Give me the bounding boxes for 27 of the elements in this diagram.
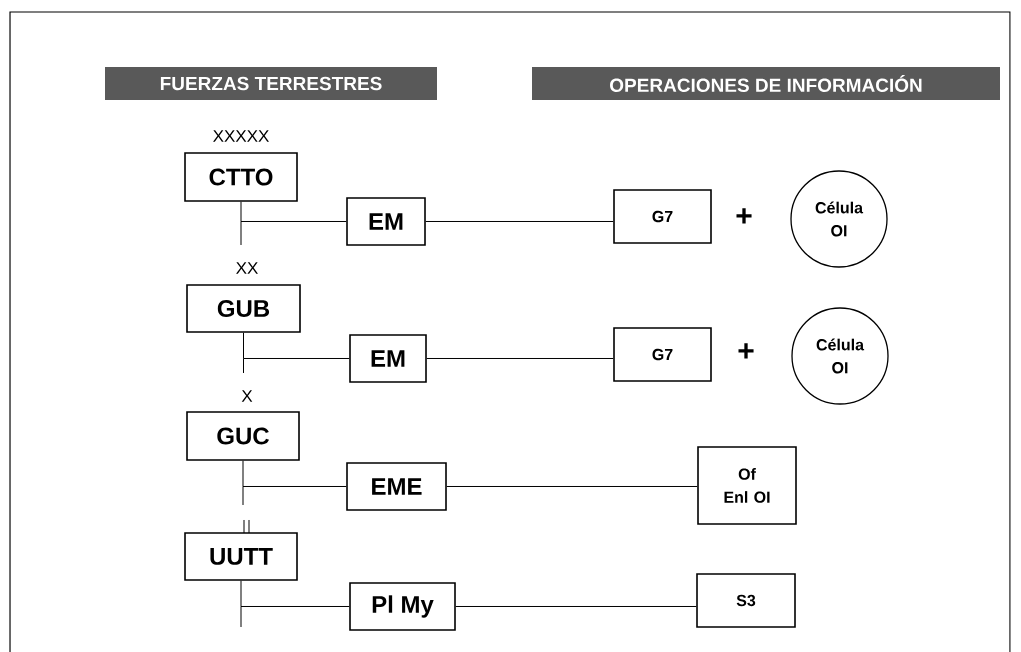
plus-sign: + (736, 208, 752, 224)
connector-line (446, 486, 698, 487)
echelon-mark: XXXXX (213, 130, 269, 142)
staff-box: Pl My (349, 582, 456, 631)
staff-box: G7 (613, 327, 712, 382)
unit-box: GUB (186, 284, 301, 333)
echelon-mark: XX (236, 262, 258, 274)
staff-box: S3 (696, 573, 796, 628)
staff-box: EME (346, 462, 447, 511)
connector-line (426, 358, 614, 359)
connector-line (455, 606, 697, 607)
unit-box: UUTT (184, 532, 298, 581)
officer-box: Of Enl OI (697, 446, 797, 525)
unit-box: CTTO (184, 152, 298, 202)
section-header: FUERZAS TERRESTRES (105, 67, 437, 100)
connector-line (242, 460, 347, 487)
unit-box: GUC (186, 411, 300, 461)
staff-box: G7 (613, 189, 712, 244)
connector-line (425, 221, 614, 222)
connector-line (240, 201, 347, 222)
plus-sign: + (738, 343, 754, 359)
connector-line (240, 580, 350, 607)
staff-box: EM (349, 334, 427, 383)
connector-line (243, 332, 350, 359)
echelon-mark: X (241, 390, 253, 402)
section-header: OPERACIONES DE INFORMACIÓN (532, 67, 1000, 100)
staff-box: EM (346, 197, 426, 246)
